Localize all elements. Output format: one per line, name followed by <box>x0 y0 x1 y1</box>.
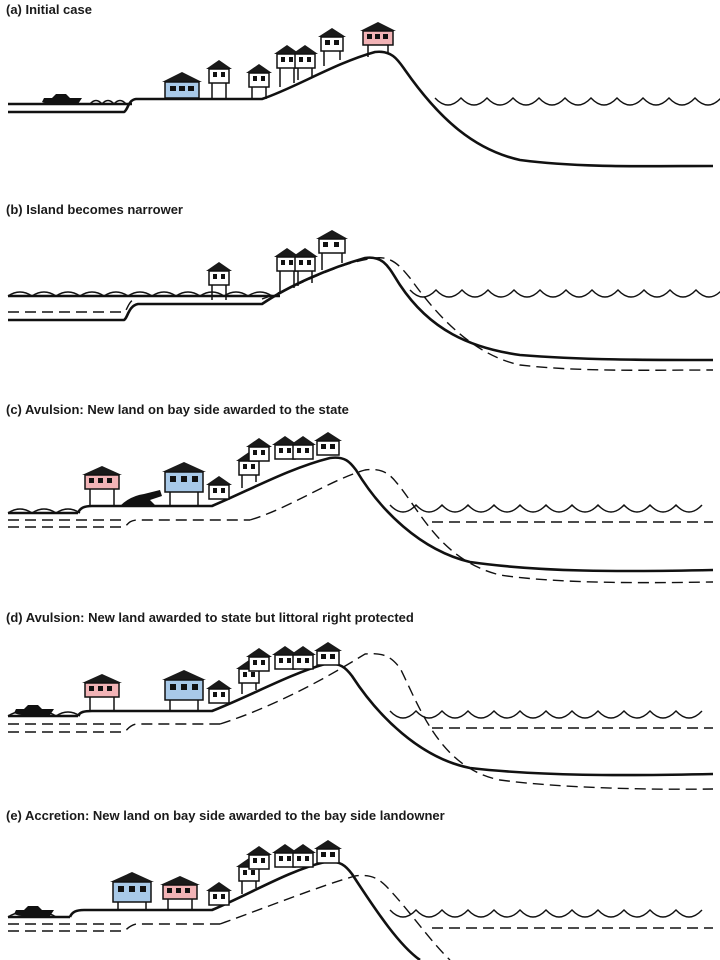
panel-title: (d) Avulsion: New land awarded to state … <box>6 610 414 625</box>
original-profile <box>219 874 451 960</box>
panel-title: (a) Initial case <box>6 2 92 17</box>
island-profile <box>76 662 714 777</box>
house-icon <box>206 476 232 500</box>
boat-icon <box>14 906 54 917</box>
ocean-waves <box>389 908 703 918</box>
house-icon <box>292 45 318 80</box>
house-icon <box>246 846 272 870</box>
boat-icon <box>14 705 54 716</box>
house-icon <box>360 22 396 57</box>
house-icon <box>290 844 316 868</box>
house-icon <box>162 670 206 711</box>
island-profile <box>8 256 714 362</box>
house-icon <box>292 248 318 286</box>
panel-initial-case: (a) Initial case <box>0 0 720 190</box>
house-icon <box>160 876 200 910</box>
panel-avulsion-littoral-right: (d) Avulsion: New land awarded to state … <box>0 608 720 808</box>
house-icon <box>246 438 272 462</box>
bay-ripples <box>89 99 127 106</box>
bay-ripples <box>7 508 81 514</box>
house-icon <box>314 432 342 456</box>
cross-section-diagram <box>7 642 714 790</box>
ocean-waves <box>434 96 720 106</box>
panel-title: (e) Accretion: New land on bay side awar… <box>6 808 445 823</box>
house-icon <box>110 872 154 910</box>
house-icon <box>206 262 232 300</box>
house-icon <box>318 28 346 66</box>
house-icon <box>82 466 122 506</box>
house-icon <box>246 64 272 99</box>
house-icon <box>82 674 122 711</box>
ocean-waves <box>409 288 720 298</box>
house-icon <box>314 642 342 666</box>
original-profile <box>261 257 714 371</box>
original-bay-floor <box>8 723 220 733</box>
panel-accretion: (e) Accretion: New land on bay side awar… <box>0 806 720 960</box>
house-icon <box>246 648 272 672</box>
panel-island-narrower: (b) Island becomes narrower <box>0 200 720 390</box>
house-icon <box>206 882 232 906</box>
panel-title: (b) Island becomes narrower <box>6 202 183 217</box>
house-icon <box>272 844 298 868</box>
boat-icon <box>42 94 82 105</box>
panel-title: (c) Avulsion: New land on bay side award… <box>6 402 349 417</box>
original-profile <box>219 652 714 790</box>
house-icon <box>162 72 202 99</box>
cross-section-diagram <box>8 22 720 168</box>
island-profile <box>76 456 714 573</box>
house-icon <box>290 646 316 670</box>
ocean-waves <box>389 503 703 513</box>
house-icon <box>206 60 232 99</box>
original-bay-floor <box>8 519 250 528</box>
house-icon <box>314 840 342 864</box>
house-icon <box>274 248 300 292</box>
cross-section-diagram <box>7 432 714 584</box>
house-icon <box>162 462 206 506</box>
cross-section-diagram <box>7 230 720 371</box>
original-bay-floor <box>8 298 137 313</box>
ocean-waves <box>389 709 703 719</box>
boat-icon <box>120 490 162 506</box>
island-profile <box>8 50 714 168</box>
house-icon <box>290 436 316 460</box>
original-bay-floor <box>8 923 220 932</box>
house-icon <box>316 230 348 270</box>
house-icon <box>272 646 298 670</box>
panel-avulsion-state: (c) Avulsion: New land on bay side award… <box>0 400 720 600</box>
cross-section-diagram <box>7 840 713 960</box>
original-profile <box>249 468 714 584</box>
house-icon <box>206 680 232 704</box>
